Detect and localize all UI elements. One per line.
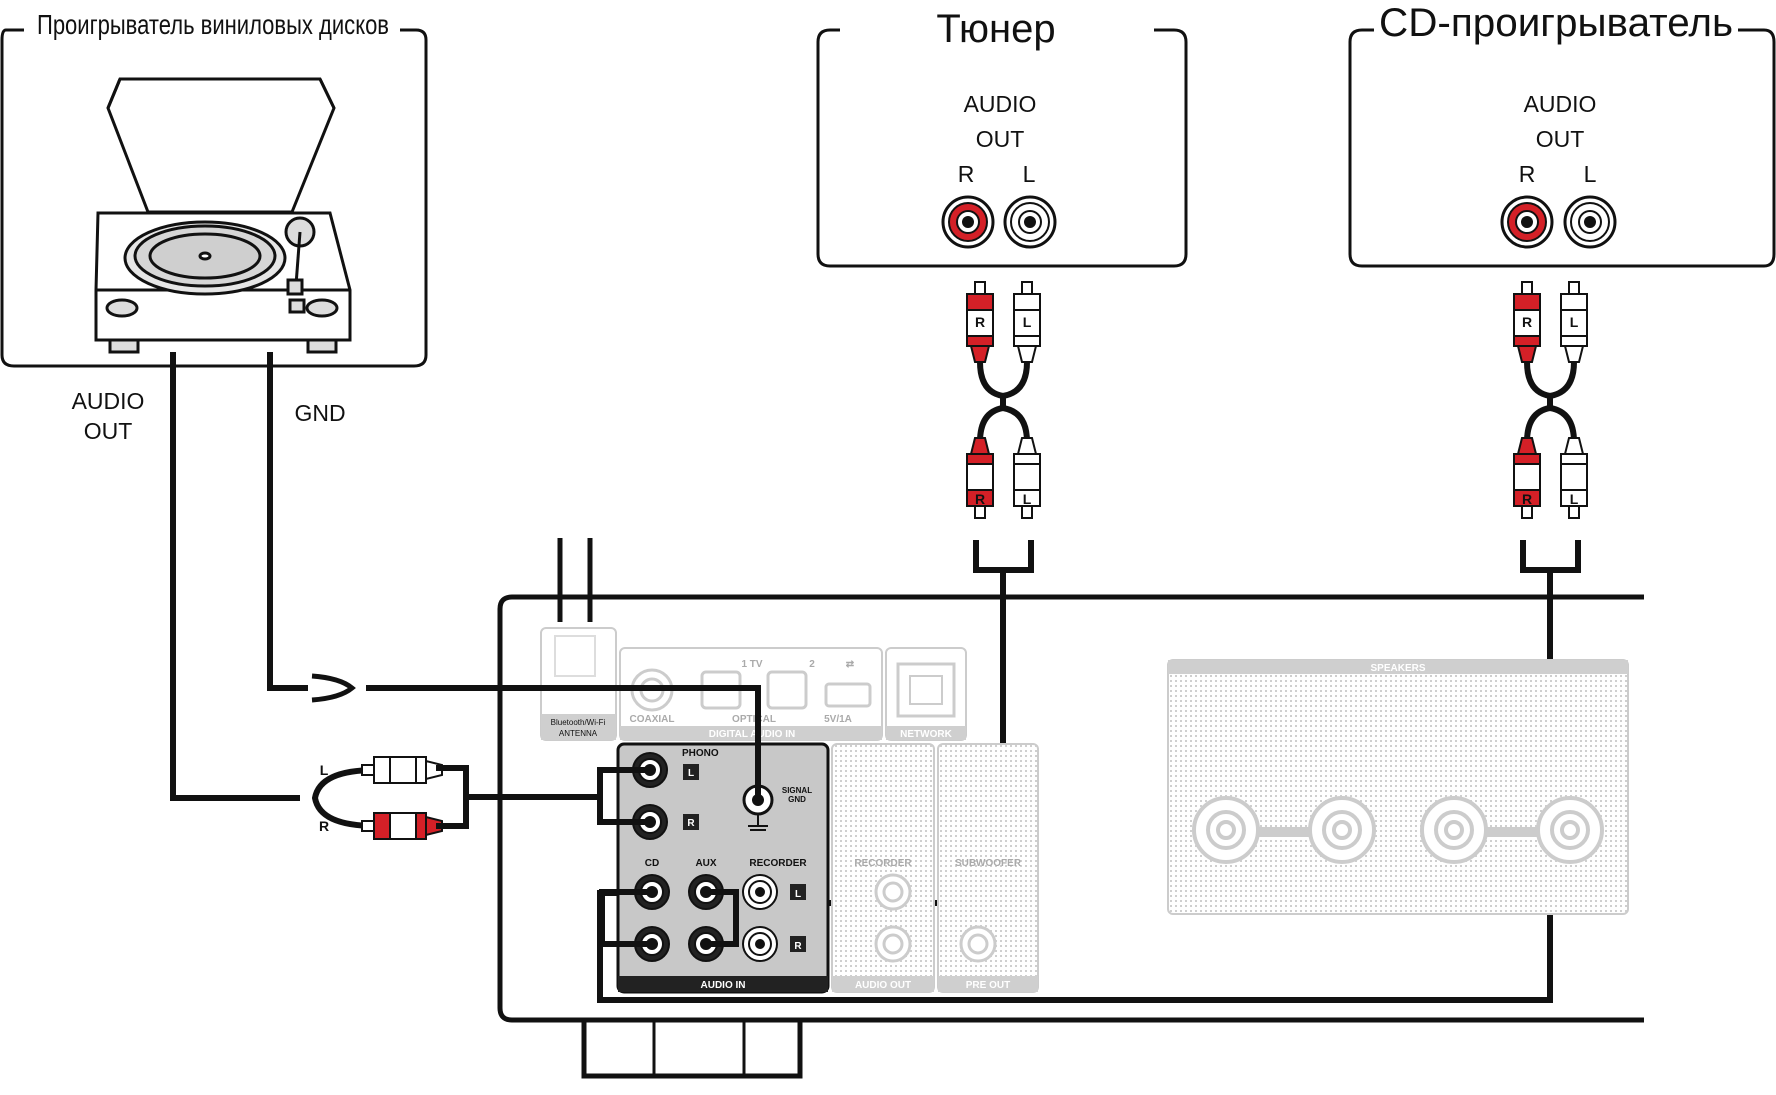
input-jumpers [599,889,739,947]
network-label: NETWORK [900,729,952,740]
digital-audio-in-panel: DIGITAL AUDIO IN COAXIAL 1 TV 2 OPTICAL … [619,647,883,741]
optical-number-1: 1 TV [741,659,762,670]
phono-cable-l-plug [361,756,443,784]
analog-audio-in-panel: AUDIO IN PHONO L R SIGNAL GND CD AUX REC… [616,742,830,994]
recorder-out-label: RECORDER [854,858,912,869]
tuner-top-l-letter: L [1023,314,1032,330]
recorder-input-r-jack [742,926,778,962]
phono-cable-r-letter: R [319,818,329,834]
turntable-audio-out-line1: AUDIO [72,388,145,414]
cd-bottom-l-letter: L [1570,491,1579,507]
tuner-device: Тюнер AUDIO OUT R L [816,7,1188,268]
pre-out-label: PRE OUT [966,980,1010,991]
tuner-l-label: L [1023,161,1036,187]
recorder-l-badge: L [795,889,801,900]
tuner-l-jack [1003,195,1057,249]
tuner-r-label: R [958,161,975,187]
speakers-label: SPEAKERS [1370,663,1425,674]
coaxial-label: COAXIAL [630,714,675,725]
recorder-input-l-jack [742,874,778,910]
signal-gnd-label-1: SIGNAL [782,786,812,795]
optical-number-2: 2 [809,659,815,670]
signal-gnd-label-2: GND [788,795,806,804]
tuner-audio-line2: OUT [976,126,1025,152]
tuner-bottom-l-letter: L [1023,491,1032,507]
pre-out-panel: PRE OUT SUBWOOFER [937,743,1039,993]
cd-top-r-letter: R [1522,314,1532,330]
digital-audio-in-title: DIGITAL AUDIO IN [709,729,795,740]
cd-player-device: CD-проигрыватель AUDIO OUT R L [1348,1,1776,268]
cd-l-label: L [1584,161,1597,187]
turntable-gnd-label: GND [294,400,345,426]
turntable-cables [170,352,761,840]
antenna: Bluetooth/Wi-Fi ANTENNA [540,538,617,741]
cd-l-jack [1563,195,1617,249]
turntable-title: Проигрыватель виниловых дисков [37,9,389,40]
cd-audio-line2: OUT [1536,126,1585,152]
tuner-top-r-letter: R [975,314,985,330]
plug-letters: R L R L R L R L L R [319,314,1579,834]
speakers-panel: SPEAKERS [1167,659,1629,915]
cd-player-title: CD-проигрыватель [1379,1,1733,45]
turntable-device: Проигрыватель виниловых дисков AUDIO OUT… [0,9,428,444]
aux-input-label: AUX [695,858,716,869]
phono-l-badge: L [688,768,694,779]
optical-label: OPTICAL [732,714,776,725]
recorder-r-badge: R [794,941,802,952]
antenna-label-2: ANTENNA [559,729,598,738]
recorder-input-label: RECORDER [749,858,807,869]
tuner-r-jack [941,195,995,249]
tuner-audio-line1: AUDIO [964,91,1037,117]
cd-r-jack [1500,195,1554,249]
audio-out-panel: AUDIO OUT RECORDER [831,743,935,993]
phono-label: PHONO [682,748,719,759]
receiver: Bluetooth/Wi-Fi ANTENNA DIGITAL AUDIO IN… [497,538,1644,1079]
turntable-audio-out-line2: OUT [84,418,133,444]
tuner-title: Тюнер [936,7,1055,51]
audio-in-label: AUDIO IN [701,980,746,991]
audio-out-label: AUDIO OUT [855,980,911,991]
cd-input-label: CD [645,858,659,869]
phono-cable-r-plug [361,812,443,840]
cd-top-l-letter: L [1570,314,1579,330]
usb-label: 5V/1A [824,714,852,725]
subwoofer-label: SUBWOOFER [955,858,1022,869]
turntable-illustration [94,77,352,354]
usb-icon: ⇄ [846,659,855,670]
network-panel: NETWORK [885,647,967,741]
antenna-label-1: Bluetooth/Wi-Fi [551,718,606,727]
phono-r-badge: R [687,818,695,829]
cd-r-label: R [1519,161,1536,187]
phono-cable-l-letter: L [320,762,329,778]
cd-audio-line1: AUDIO [1524,91,1597,117]
tuner-bottom-r-letter: R [975,491,985,507]
cd-bottom-r-letter: R [1522,491,1532,507]
